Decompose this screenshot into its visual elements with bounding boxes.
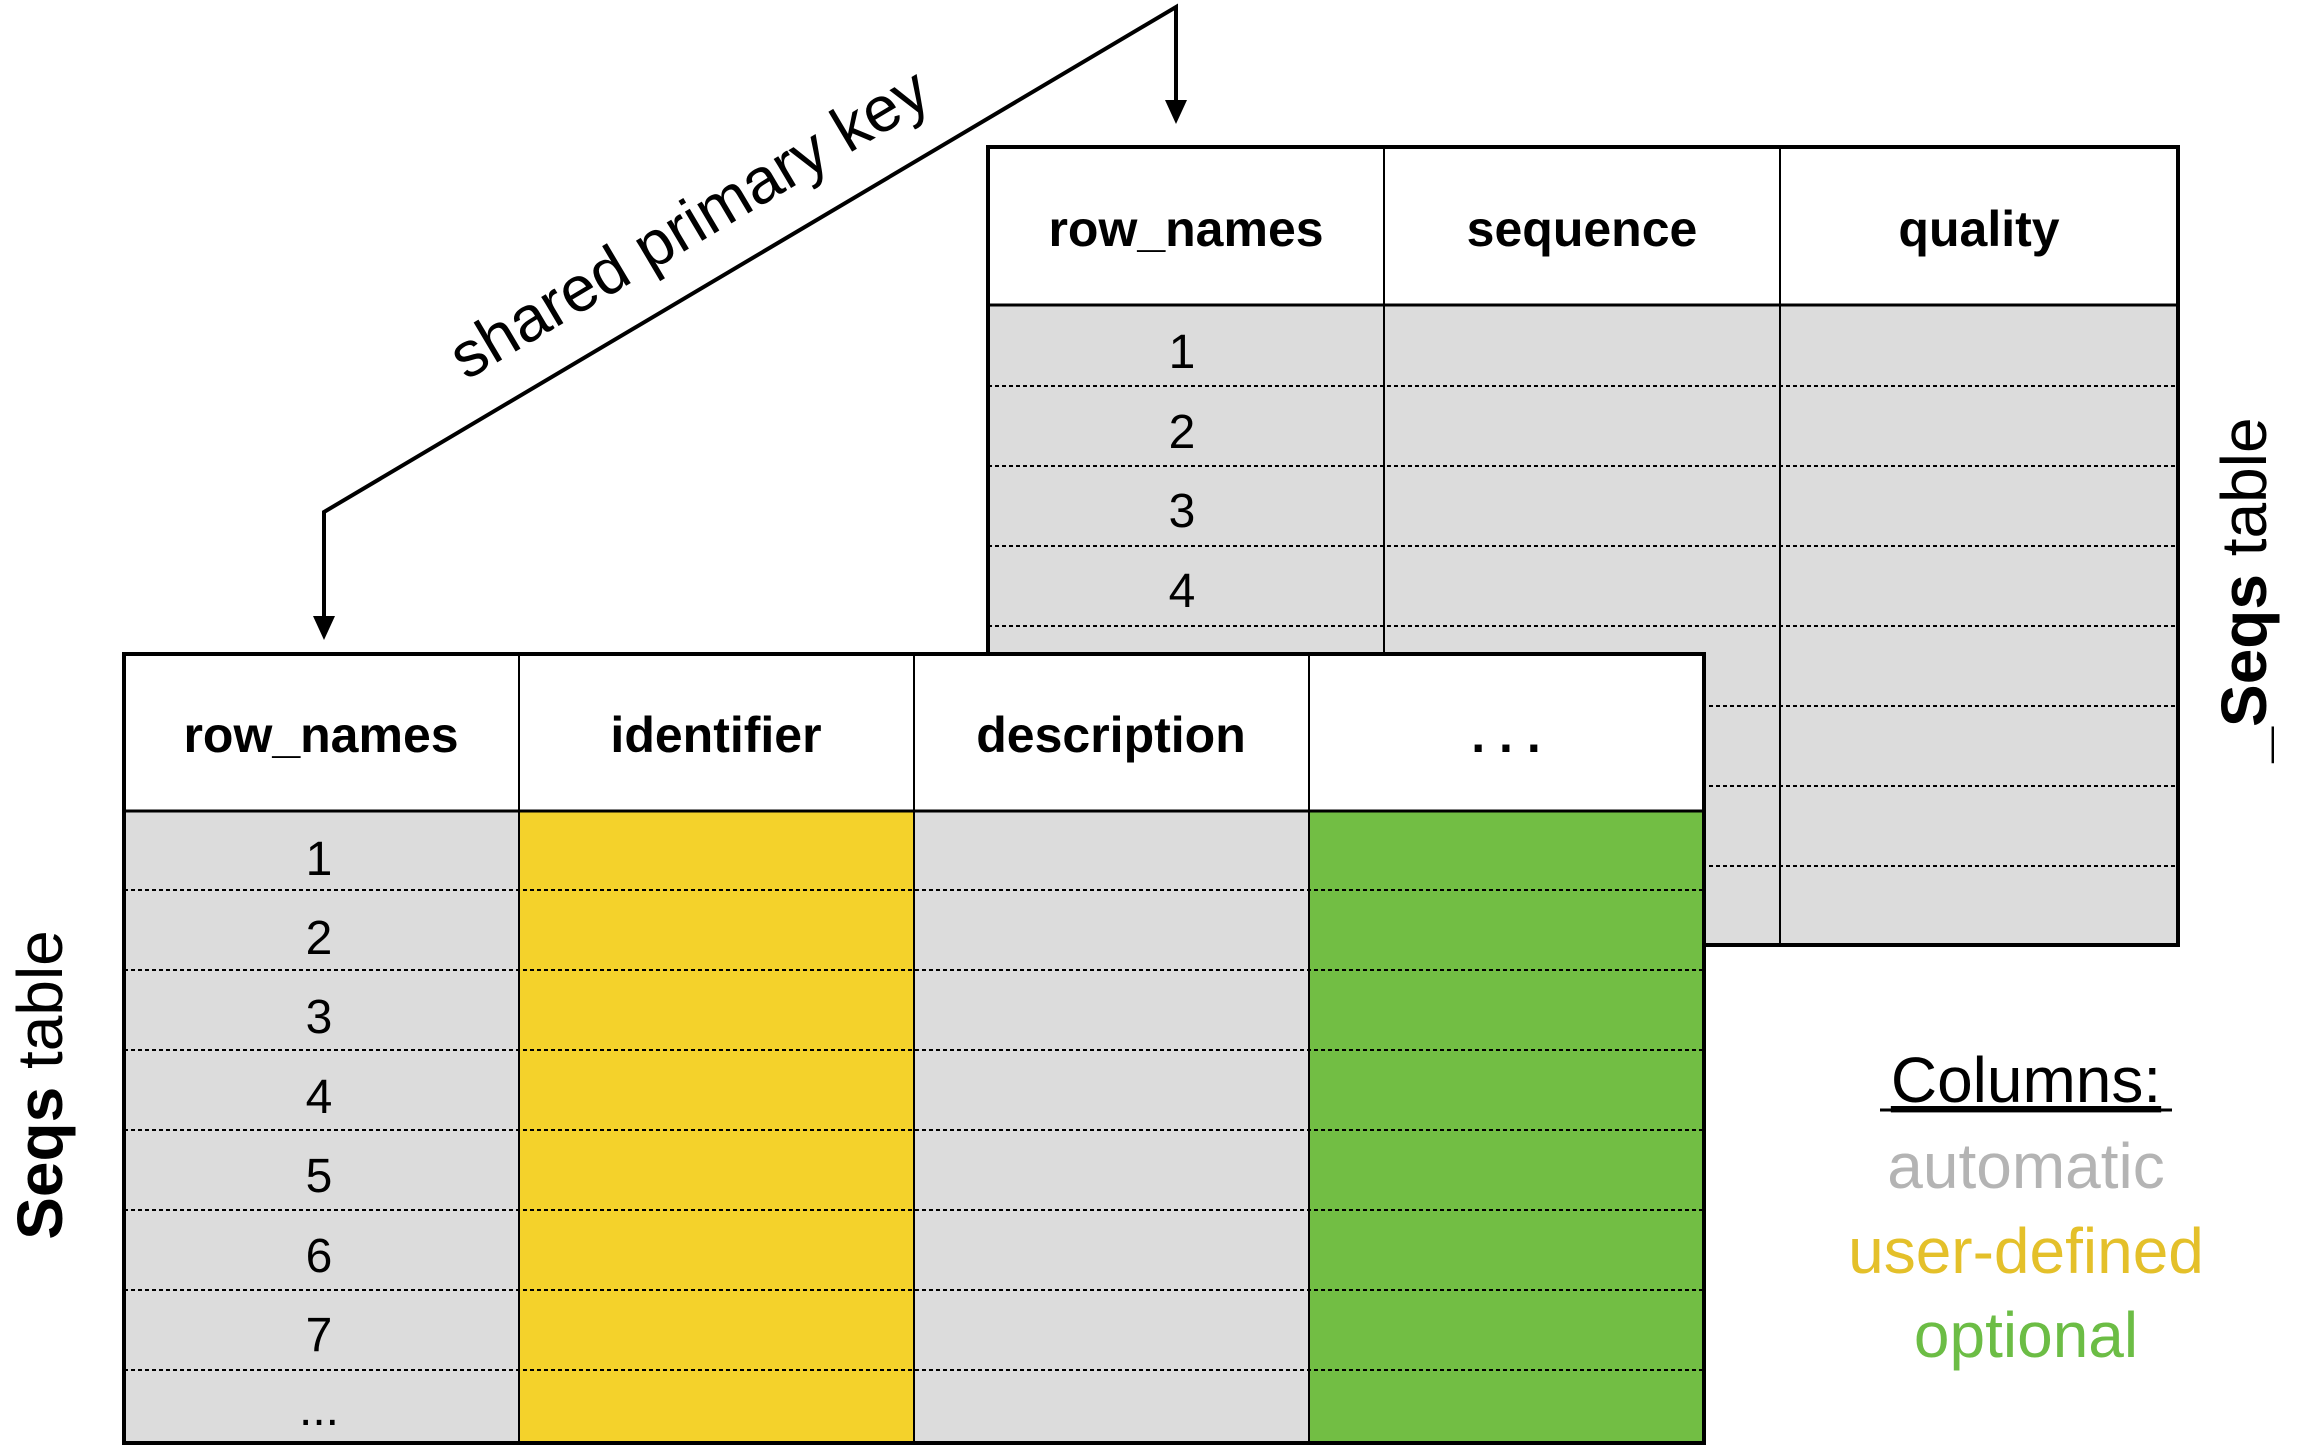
legend-title: Columns: xyxy=(1891,1044,2161,1116)
legend-user-defined: user-defined xyxy=(1848,1215,2204,1287)
shared-primary-key-label: shared primary key xyxy=(436,53,941,393)
front-table-row-lines xyxy=(124,889,1704,1371)
arrow-head-down-right xyxy=(1165,100,1187,124)
front-row-number: 5 xyxy=(306,1150,333,1203)
back-table-title-name: _Seqs xyxy=(2208,574,2280,764)
back-row-number: 4 xyxy=(1169,565,1196,618)
arrow-path xyxy=(322,3,1178,626)
front-column-ellipsis-body xyxy=(1309,811,1704,1445)
back-row-number: 1 xyxy=(1169,326,1196,379)
back-table-title-suffix: table xyxy=(2208,417,2280,574)
back-table-header-bg xyxy=(988,147,2178,305)
front-header-identifier: identifier xyxy=(610,707,821,763)
front-row-number: 1 xyxy=(306,833,333,886)
arrow-head-down-left xyxy=(313,616,335,640)
front-row-number: 6 xyxy=(306,1230,333,1283)
front-seqs-table: row_names identifier description . . . 1… xyxy=(122,652,1706,1445)
legend-optional: optional xyxy=(1914,1299,2138,1371)
back-row-number: 2 xyxy=(1169,406,1196,459)
legend: Columns: automatic user-defined optional xyxy=(1848,1044,2204,1371)
front-table-title: Seqs table xyxy=(4,930,76,1240)
front-row-number: 3 xyxy=(306,991,333,1044)
back-header-row-names: row_names xyxy=(1048,201,1323,257)
front-table-title-suffix: table xyxy=(4,930,76,1087)
legend-automatic: automatic xyxy=(1887,1130,2164,1202)
front-column-description-body xyxy=(914,811,1309,1445)
front-table-title-name: Seqs xyxy=(4,1087,76,1240)
front-row-number: 7 xyxy=(306,1309,333,1362)
front-row-number: 4 xyxy=(306,1071,333,1124)
front-row-number: 2 xyxy=(306,912,333,965)
front-column-row-names-body xyxy=(124,811,519,1445)
front-table-border xyxy=(122,652,1706,1445)
front-header-ellipsis: . . . xyxy=(1471,707,1540,763)
front-column-identifier-body xyxy=(519,811,914,1445)
back-table-title: _Seqs table xyxy=(2208,417,2280,763)
front-row-number: ... xyxy=(299,1383,339,1436)
back-header-quality: quality xyxy=(1898,201,2059,257)
back-header-sequence: sequence xyxy=(1467,201,1698,257)
front-header-row-names: row_names xyxy=(183,707,458,763)
back-row-number: 3 xyxy=(1169,485,1196,538)
front-header-description: description xyxy=(976,707,1245,763)
